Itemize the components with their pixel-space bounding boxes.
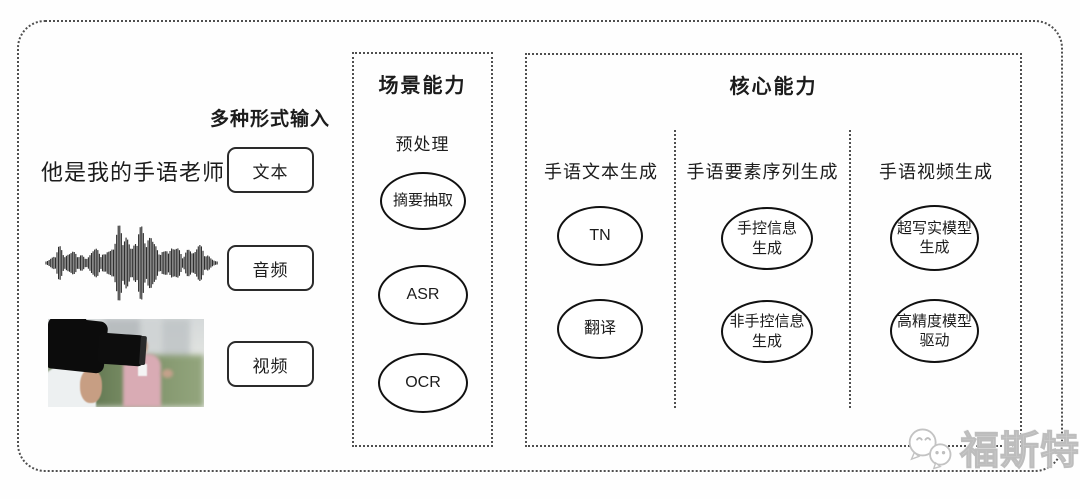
column-header-text-generation: 手语文本生成 bbox=[544, 162, 658, 182]
input-section-title: 多种形式输入 bbox=[209, 109, 330, 130]
preprocess-label: 预处理 bbox=[395, 135, 450, 154]
column-header-element-sequence-generation: 手语要素序列生成 bbox=[686, 162, 839, 182]
chat-bubbles-emoji-icon bbox=[908, 428, 952, 470]
node-manual-info-generation: 手控信息 生成 bbox=[721, 207, 813, 270]
core-panel-title: 核心能力 bbox=[729, 76, 818, 98]
watermark-text: 福斯特 bbox=[960, 430, 1080, 474]
input-box-audio: 音频 bbox=[227, 245, 314, 291]
sample-sentence-text: 他是我的手语老师 bbox=[41, 160, 226, 185]
core-capability-panel: 核心能力 手语文本生成 手语要素序列生成 手语视频生成 TN 翻译 手控信息 生… bbox=[525, 53, 1022, 447]
column-header-video-generation: 手语视频生成 bbox=[879, 162, 993, 182]
input-box-text: 文本 bbox=[227, 147, 314, 193]
input-box-video-label: 视频 bbox=[252, 356, 289, 376]
audio-waveform-icon bbox=[45, 225, 218, 301]
scene-capability-panel: 场景能力 预处理 摘要抽取 ASR OCR bbox=[352, 52, 493, 447]
outer-dotted-frame bbox=[17, 20, 1063, 472]
scene-panel-title: 场景能力 bbox=[378, 75, 467, 97]
column-divider bbox=[849, 130, 851, 408]
microphone-shape bbox=[138, 364, 147, 376]
input-box-audio-label: 音频 bbox=[252, 260, 289, 280]
input-box-video: 视频 bbox=[227, 341, 314, 387]
node-translation: 翻译 bbox=[557, 299, 643, 359]
node-summary-extraction: 摘要抽取 bbox=[380, 172, 466, 230]
node-high-precision-model-driving: 高精度模型 驱动 bbox=[890, 299, 979, 363]
video-thumbnail-image bbox=[48, 319, 204, 407]
node-asr: ASR bbox=[378, 265, 468, 325]
node-tn: TN bbox=[557, 206, 643, 266]
input-box-text-label: 文本 bbox=[252, 162, 289, 182]
node-hyperrealistic-model-generation: 超写实模型 生成 bbox=[890, 205, 979, 271]
column-divider bbox=[674, 130, 676, 408]
node-nonmanual-info-generation: 非手控信息 生成 bbox=[721, 300, 813, 363]
node-ocr: OCR bbox=[378, 353, 468, 413]
watermark: 福斯特 bbox=[905, 420, 1080, 476]
